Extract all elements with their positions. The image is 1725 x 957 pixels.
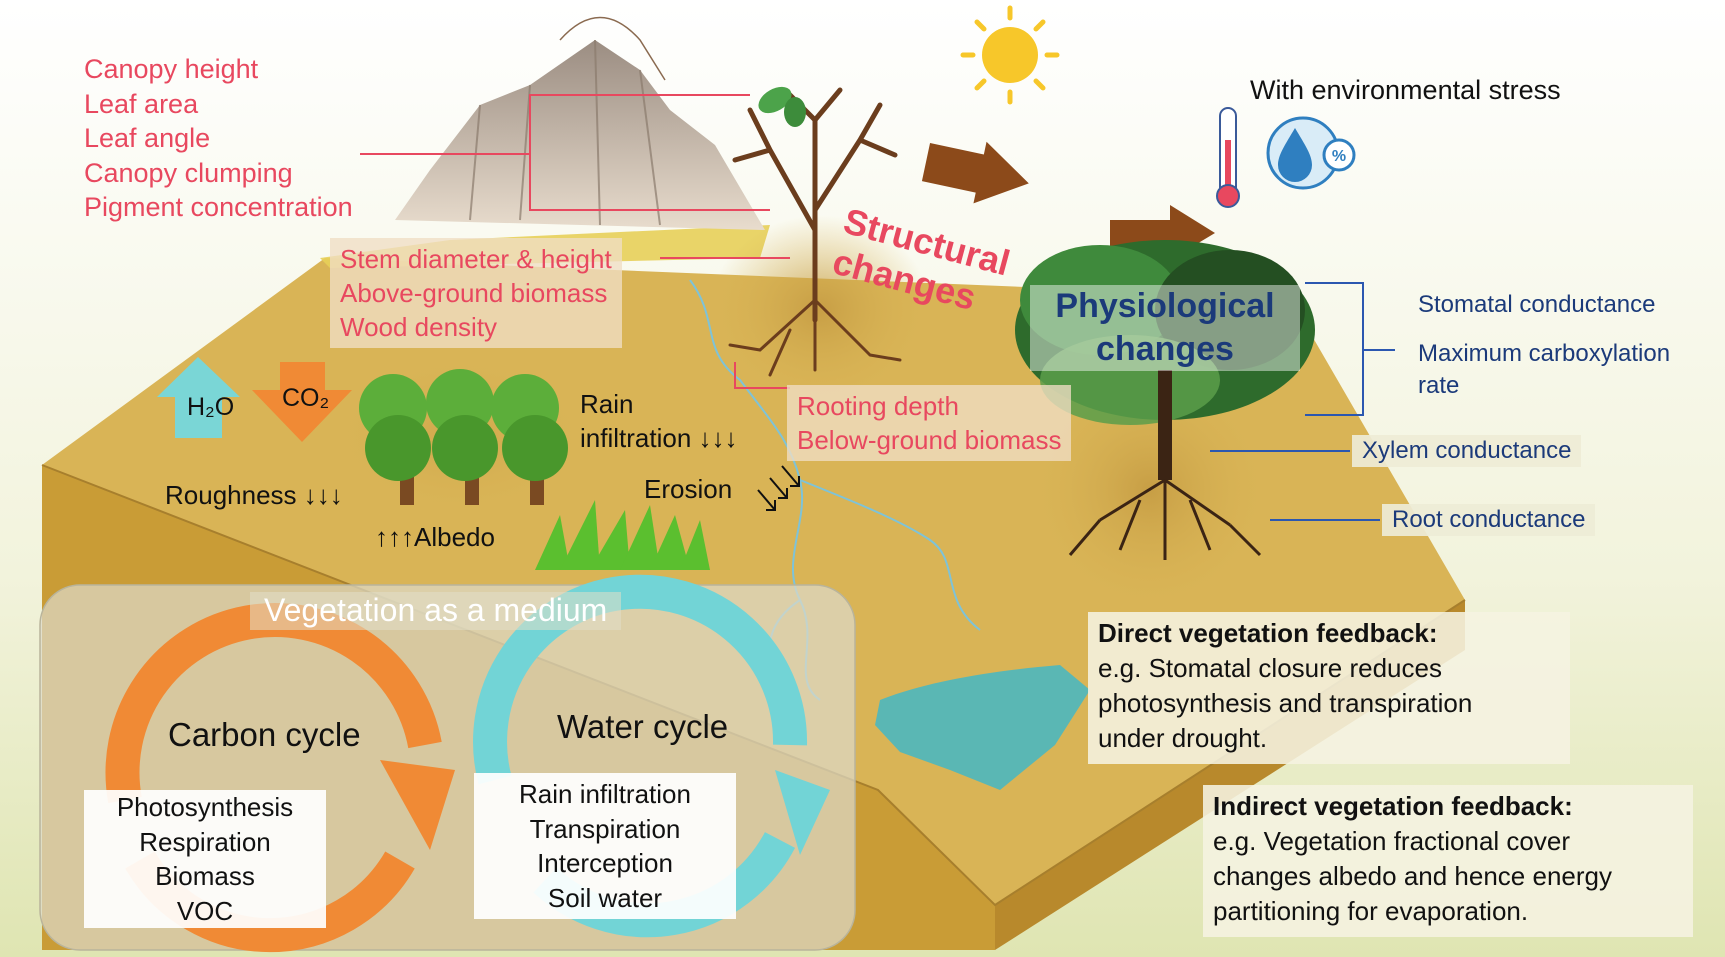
stomatal-conductance-label: Stomatal conductance	[1418, 291, 1656, 318]
direct-feedback-line: under drought.	[1098, 723, 1268, 753]
structure-labels: Canopy height Leaf area Leaf angle Canop…	[84, 52, 353, 225]
glow-structural	[710, 215, 930, 405]
co2-label: CO₂	[282, 384, 330, 412]
sun-icon	[960, 5, 1060, 105]
svg-text:%: %	[1332, 148, 1346, 165]
direct-feedback-box: Direct vegetation feedback: e.g. Stomata…	[1088, 612, 1570, 764]
stem-label: Wood density	[340, 312, 498, 342]
indirect-feedback-line: changes albedo and hence energy	[1213, 861, 1612, 891]
carbon-cycle-item: Respiration	[139, 826, 271, 857]
lake	[875, 665, 1090, 790]
root-conductance-label: Root conductance	[1382, 504, 1596, 537]
structure-label: Canopy clumping	[84, 157, 293, 188]
environmental-stress-label: With environmental stress	[1250, 75, 1561, 105]
physiological-changes-title: Physiological changes	[1030, 285, 1300, 371]
carbon-cycle-title: Carbon cycle	[168, 716, 361, 753]
albedo-label: ↑↑↑Albedo	[375, 522, 495, 552]
h2o-label: H₂O	[187, 393, 235, 421]
rain-infiltration-line: infiltration ↓↓↓	[580, 423, 738, 453]
roughness-label: Roughness ↓↓↓	[165, 480, 343, 510]
direct-feedback-title: Direct vegetation feedback:	[1098, 618, 1438, 648]
thermometer-icon	[1216, 107, 1240, 208]
stem-label: Stem diameter & height	[340, 244, 612, 274]
carbon-cycle-item: Photosynthesis	[116, 792, 294, 822]
mountain	[395, 16, 765, 230]
carbon-cycle-item: VOC	[176, 895, 234, 926]
carbon-cycle-item: Biomass	[155, 861, 255, 891]
humidity-percent-icon: %	[1266, 116, 1356, 190]
physiology-bracket	[1210, 282, 1395, 521]
medium-title: Vegetation as a medium	[250, 592, 622, 630]
rain-infiltration-line: Rain	[580, 389, 634, 419]
trees-cluster	[359, 369, 568, 505]
arrow-to-physiological	[921, 141, 1029, 204]
structure-bracket	[360, 94, 790, 389]
indirect-feedback-line: partitioning for evaporation.	[1213, 896, 1529, 926]
h2o-up-arrow	[157, 357, 240, 438]
xylem-conductance-label: Xylem conductance	[1352, 435, 1582, 468]
indirect-feedback-title: Indirect vegetation feedback:	[1213, 791, 1573, 821]
stem-label: Above-ground biomass	[340, 278, 608, 308]
erosion-label: Erosion	[644, 474, 733, 504]
carboxylation-line: Maximum carboxylation	[1418, 340, 1671, 367]
structure-label: Leaf area	[84, 88, 199, 119]
physiological-changes-line: Physiological	[1055, 287, 1275, 325]
water-cycle-item: Interception	[537, 848, 673, 878]
structural-tree	[728, 86, 902, 377]
carbon-cycle-items: Photosynthesis Respiration Biomass VOC	[84, 790, 326, 928]
water-cycle-item: Rain infiltration	[519, 779, 691, 809]
grass	[535, 500, 710, 570]
water-cycle-items: Rain infiltration Transpiration Intercep…	[474, 773, 736, 919]
stem-labels: Stem diameter & height Above-ground biom…	[330, 238, 622, 348]
co2-down-arrow	[252, 362, 352, 442]
carboxylation-line: rate	[1418, 372, 1460, 399]
direct-feedback-line: photosynthesis and transpiration	[1098, 688, 1473, 718]
direct-feedback-line: e.g. Stomatal closure reduces	[1098, 653, 1442, 683]
erosion-arrows	[757, 465, 800, 511]
water-cycle-item: Soil water	[547, 882, 663, 913]
physiological-changes-line: changes	[1096, 330, 1234, 368]
water-cycle-item: Transpiration	[529, 813, 681, 844]
root-label: Rooting depth	[797, 391, 959, 421]
structure-label: Pigment concentration	[84, 192, 353, 222]
rain-infiltration-label: Rain infiltration ↓↓↓	[580, 387, 738, 455]
carboxylation-label: Maximum carboxylation rate	[1418, 338, 1670, 402]
indirect-feedback-box: Indirect vegetation feedback: e.g. Veget…	[1203, 785, 1693, 937]
root-labels: Rooting depth Below-ground biomass	[787, 385, 1072, 461]
structure-label: Leaf angle	[84, 123, 211, 153]
structure-label: Canopy height	[84, 54, 259, 84]
root-label: Below-ground biomass	[797, 425, 1062, 455]
water-cycle-title: Water cycle	[557, 708, 729, 745]
indirect-feedback-line: e.g. Vegetation fractional cover	[1213, 826, 1571, 856]
physiological-tree	[1015, 240, 1315, 560]
